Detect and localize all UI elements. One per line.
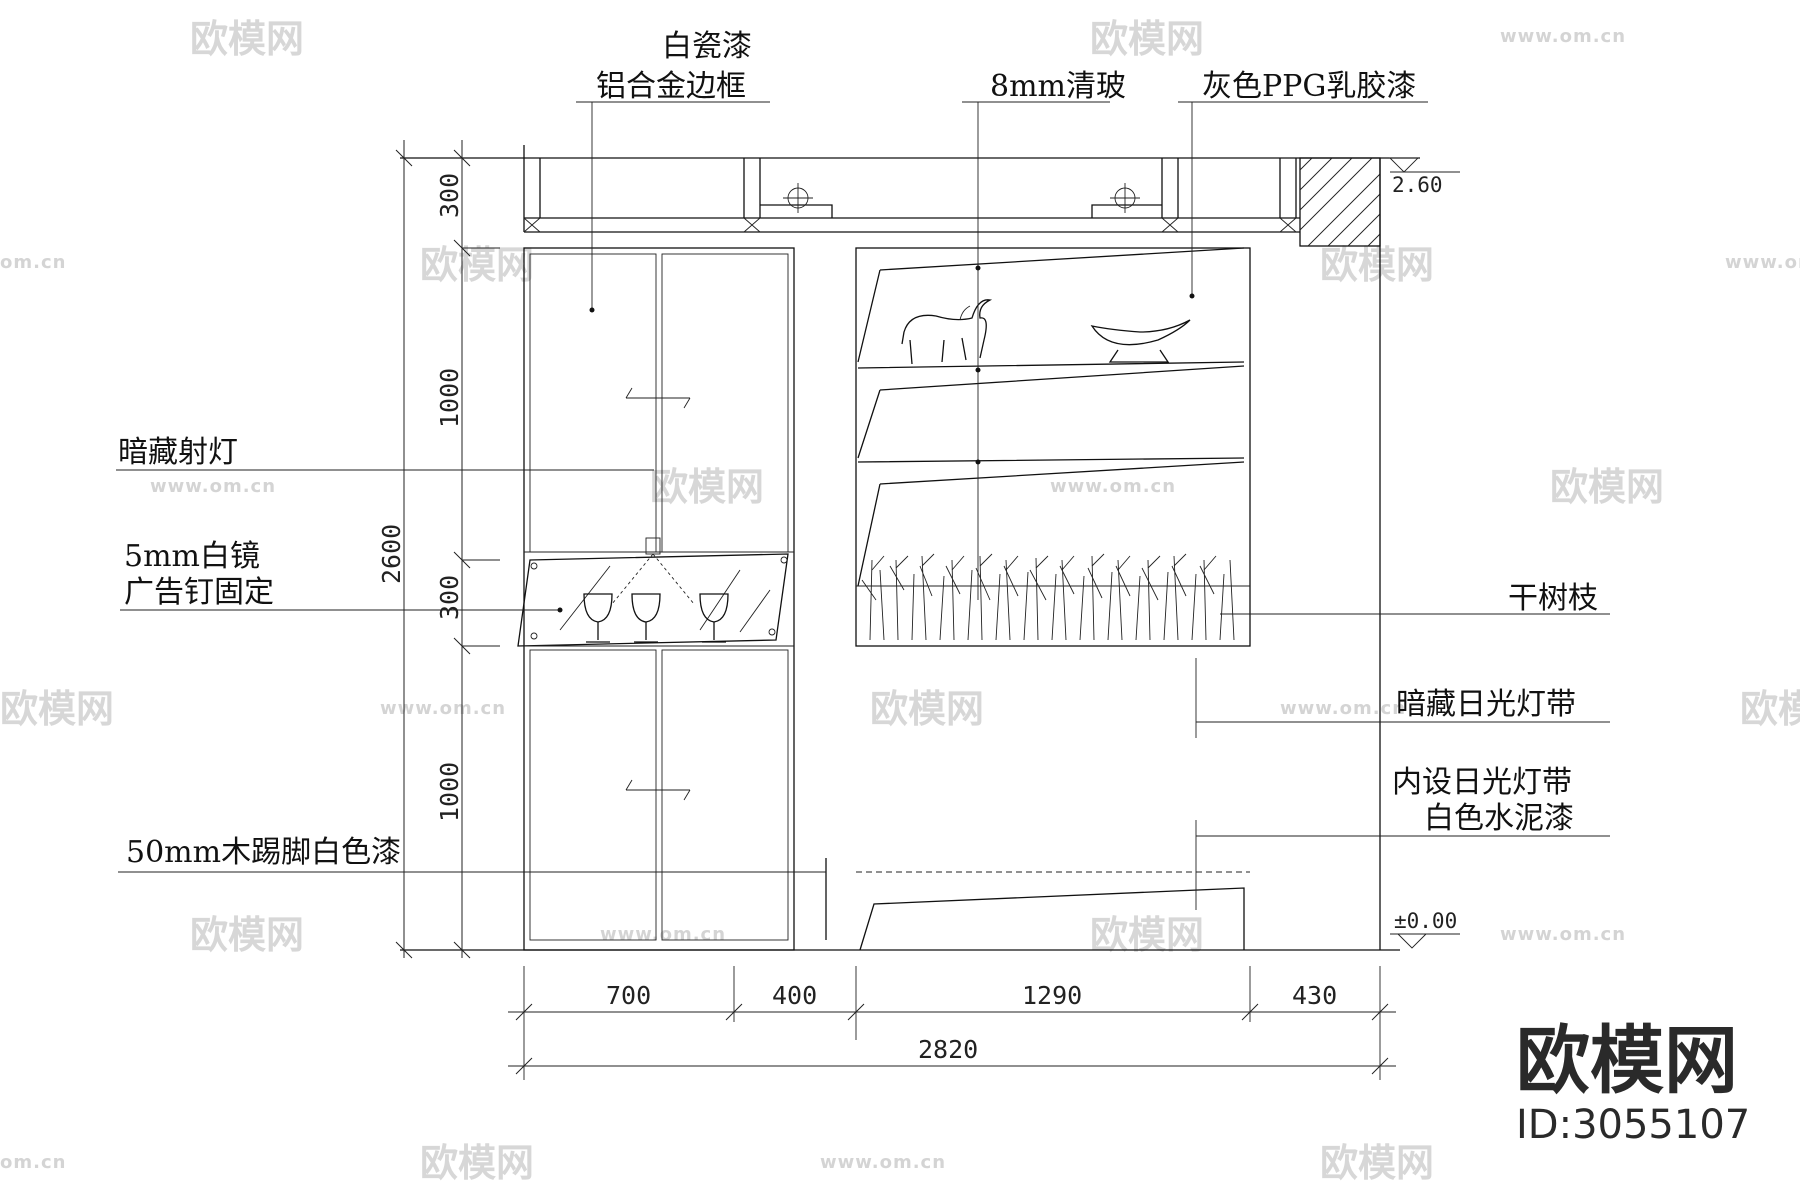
- dim-text-total-width: 2820: [918, 1035, 978, 1064]
- wine-glass-icon: [583, 593, 613, 643]
- bowl-sculpture-icon: [1090, 319, 1191, 363]
- watermark-text: 欧模网: [1320, 1141, 1434, 1185]
- watermark-text: 欧模网: [0, 687, 114, 731]
- annotation-text: 8mm清玻: [990, 69, 1126, 104]
- watermark-url: www.om.cn: [600, 924, 726, 945]
- dim-text-seg3: 1290: [1022, 981, 1082, 1010]
- ceiling-level-mark: 2.60: [1388, 157, 1460, 197]
- annotation-skirting: 50mm木踢脚白色漆: [118, 835, 826, 873]
- annotation-text: 广告钉固定: [124, 575, 274, 610]
- lower-plinth: [859, 887, 1245, 951]
- deer-sculpture-icon: [901, 299, 993, 365]
- watermark-url: www.om.cn: [820, 1152, 946, 1173]
- watermark-url: www.om.cn: [1500, 26, 1626, 47]
- wine-glass-icon: [699, 593, 729, 643]
- watermark-layer: 欧模网 欧模网 www.om.cn om.cn 欧模网 欧模网 www.om.c…: [0, 17, 1800, 1185]
- ceiling-light-fixture: [760, 183, 833, 218]
- shelf: [857, 365, 1245, 463]
- dim-text-seg2: 400: [772, 981, 817, 1010]
- annotation-alu-frame: 铝合金边框: [576, 69, 770, 313]
- mirror-niche: [517, 537, 789, 647]
- annotation-text: 铝合金边框: [596, 69, 746, 104]
- watermark-url: www.om.cn: [380, 698, 506, 719]
- brand-id: ID:3055107: [1516, 1102, 1750, 1148]
- spotlight-icon: [611, 537, 695, 605]
- watermark-url: www.om.cn: [1725, 252, 1800, 273]
- watermark-url: www.om.cn: [1050, 476, 1176, 497]
- ceiling-bulkhead: [400, 145, 1420, 247]
- annotation-text: 内设日光灯带: [1392, 765, 1572, 800]
- watermark-text: 欧模网: [1550, 465, 1664, 509]
- shelf: [857, 461, 1245, 587]
- door-handle-symbol: [625, 779, 691, 801]
- wine-glass-icon: [631, 593, 661, 643]
- watermark-url: www.om.cn: [1500, 924, 1626, 945]
- dim-text-top: 300: [435, 173, 464, 218]
- dim-text-middle: 300: [435, 575, 464, 620]
- annotation-hidden-fluorescent: 暗藏日光灯带: [1196, 687, 1610, 723]
- annotation-hidden-spotlight: 暗藏射灯: [116, 435, 654, 471]
- watermark-text: 欧模网: [650, 465, 764, 509]
- dim-text-upper: 1000: [435, 368, 464, 428]
- ceiling-level-text: 2.60: [1392, 173, 1443, 197]
- watermark-logo: 欧模网 欧模网 www.om.cn om.cn 欧模网 欧模网 www.om.c…: [0, 17, 1800, 1185]
- hatched-wall-section: [1299, 157, 1381, 247]
- dim-text-seg1: 700: [606, 981, 651, 1010]
- watermark-text: 欧模网: [190, 17, 304, 61]
- annotation-grey-latex: 灰色PPG乳胶漆: [1178, 69, 1428, 299]
- ceiling-light-fixture: [1091, 183, 1162, 218]
- floor-level-mark: ±0.00: [1390, 909, 1460, 949]
- annotation-text: 白瓷漆: [662, 29, 752, 64]
- annotation-inner-fluorescent: 内设日光灯带 白色水泥漆: [1196, 765, 1610, 837]
- left-cabinet: [517, 247, 827, 951]
- dim-text-seg4: 430: [1292, 981, 1337, 1010]
- watermark-url: om.cn: [0, 252, 66, 273]
- watermark-text: 欧模网: [1740, 687, 1800, 731]
- annotation-text: 5mm白镜: [124, 539, 260, 574]
- brand-name: 欧模网: [1516, 1018, 1738, 1104]
- watermark-url: www.om.cn: [150, 476, 276, 497]
- watermark-text: 欧模网: [420, 243, 534, 287]
- annotation-text: 灰色PPG乳胶漆: [1202, 69, 1416, 104]
- annotation-dry-branches: 干树枝: [1220, 581, 1610, 616]
- vertical-dimensions: 300 1000 300 1000 2600: [377, 140, 500, 959]
- floor-level-text: ±0.00: [1394, 909, 1457, 933]
- watermark-url: om.cn: [0, 1152, 66, 1173]
- dry-branches-icon: [861, 553, 1235, 641]
- horizontal-dimensions: 700 400 1290 430 2820: [508, 966, 1396, 1080]
- annotation-mirror: 5mm白镜 广告钉固定: [120, 539, 563, 613]
- upper-left-door: [529, 253, 657, 553]
- annotation-text: 白色水泥漆: [1424, 801, 1574, 836]
- watermark-text: 欧模网: [870, 687, 984, 731]
- annotation-text: 干树枝: [1508, 581, 1598, 616]
- watermark-text: 欧模网: [190, 913, 304, 957]
- watermark-text: 欧模网: [1320, 243, 1434, 287]
- dim-text-lower: 1000: [435, 762, 464, 822]
- shelf: [857, 247, 1245, 369]
- annotation-clear-glass: 8mm清玻: [962, 69, 1126, 600]
- watermark-text: 欧模网: [420, 1141, 534, 1185]
- watermark-url: www.om.cn: [1280, 698, 1406, 719]
- lower-right-door: [661, 649, 789, 941]
- dim-text-total-height: 2600: [377, 524, 406, 584]
- door-handle-symbol: [625, 387, 691, 409]
- display-shelving: [855, 247, 1251, 951]
- brand-watermark: 欧模网 ID:3055107: [1516, 1018, 1750, 1148]
- annotation-text: 50mm木踢脚白色漆: [126, 835, 401, 870]
- annotation-text: 暗藏日光灯带: [1396, 687, 1576, 722]
- lower-left-door: [529, 649, 657, 941]
- watermark-text: 欧模网: [1090, 17, 1204, 61]
- annotation-text: 暗藏射灯: [118, 435, 238, 470]
- annotation-white-paint: 白瓷漆: [662, 29, 752, 64]
